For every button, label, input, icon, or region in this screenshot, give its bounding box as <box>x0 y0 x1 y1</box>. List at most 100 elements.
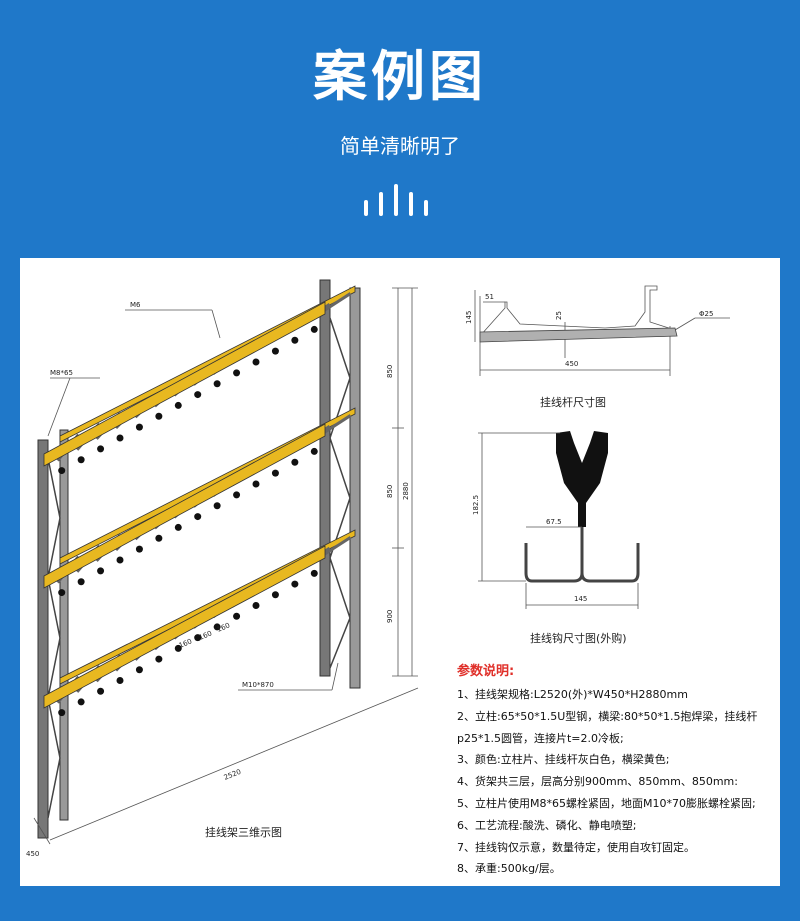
drawing-panel: M6 M8*65 M10*870 850 850 900 2880 2520 4… <box>20 258 780 886</box>
label-m6: M6 <box>130 301 141 309</box>
label-w450: 450 <box>26 850 39 858</box>
wire-hook <box>77 578 85 586</box>
rod-caption: 挂线杆尺寸图 <box>540 396 606 409</box>
wire-hook <box>135 666 143 674</box>
wire-hook <box>291 458 299 466</box>
label-s160a: 160 <box>178 637 193 649</box>
wire-hook <box>58 589 66 597</box>
wire-hook <box>291 580 299 588</box>
upright-back-left <box>59 429 69 821</box>
wire-hook <box>116 434 124 442</box>
wire-hook <box>271 347 279 355</box>
params-title: 参数说明: <box>457 664 515 679</box>
wire-hook <box>194 391 202 399</box>
front-beam <box>43 301 326 467</box>
frame-brace <box>329 317 351 379</box>
param-item: 1、挂线架规格:L2520(外)*W450*H2880mm <box>457 688 688 701</box>
wire-hook <box>174 401 182 409</box>
wire-hook <box>77 698 85 706</box>
front-beam <box>43 545 326 709</box>
wire-hook <box>233 612 241 620</box>
rod-label-25: 25 <box>555 311 563 320</box>
hook-dimension-drawing: 182.5 67.5 145 <box>472 431 640 609</box>
front-beam <box>43 423 326 589</box>
wire-hook <box>116 556 124 564</box>
frame-brace <box>47 757 61 819</box>
bars-decoration-icon <box>364 184 428 216</box>
frame-brace <box>329 617 351 669</box>
frame-brace <box>47 577 61 639</box>
rod-label-phi25: Φ25 <box>699 310 713 318</box>
frame-brace <box>329 377 351 439</box>
frame-brace <box>329 437 351 499</box>
wire-hook <box>271 591 279 599</box>
label-s160b: 160 <box>198 629 213 641</box>
frame-brace <box>329 557 351 619</box>
wire-hook <box>135 423 143 431</box>
frame-brace <box>47 457 61 519</box>
upright-front-left <box>37 439 49 839</box>
wire-hook <box>97 687 105 695</box>
wire-hook <box>174 644 182 652</box>
wire-hook <box>213 380 221 388</box>
wire-hook <box>233 491 241 499</box>
wire-hook <box>194 513 202 521</box>
wire-hook <box>194 634 202 642</box>
wire-hook <box>310 569 318 577</box>
wire-hook <box>310 447 318 455</box>
wire-hook <box>252 602 260 609</box>
param-item: 2、立柱:65*50*1.5U型钢，横梁:80*50*1.5抱焊梁，挂线杆 <box>457 709 758 723</box>
param-item: 3、颜色:立柱片、挂线杆灰白色，横梁黄色; <box>457 753 670 767</box>
wire-hook <box>97 567 105 575</box>
label-h850a: 850 <box>386 365 394 378</box>
wire-hook <box>252 358 260 366</box>
label-m10: M10*870 <box>242 681 274 689</box>
wire-hook <box>155 412 163 420</box>
wire-hook <box>97 445 105 453</box>
wire-hook <box>271 469 279 477</box>
label-s160c: 160 <box>216 621 231 633</box>
page-title: 案例图 <box>313 45 487 108</box>
rod-label-145: 145 <box>465 311 473 324</box>
wire-hook <box>155 534 163 542</box>
label-m8: M8*65 <box>50 369 73 377</box>
frame-brace <box>47 637 61 699</box>
wire-hook <box>58 467 66 475</box>
wire-hook <box>310 325 318 333</box>
wire-hook <box>155 655 163 663</box>
rack-3d-drawing: M6 M8*65 M10*870 850 850 900 2880 2520 4… <box>26 279 419 858</box>
param-item: 7、挂线钩仅示意，数量待定，使用自攻钉固定。 <box>457 840 695 854</box>
page-subtitle: 简单清晰明了 <box>340 134 460 158</box>
param-item: 4、货架共三层，层高分别900mm、850mm、850mm: <box>457 775 738 789</box>
rack-caption: 挂线架三维示图 <box>205 826 282 839</box>
params-list: 1、挂线架规格:L2520(外)*W450*H2880mm 2、立柱:65*50… <box>457 684 777 880</box>
hook-caption: 挂线钩尺寸图(外购) <box>530 632 627 645</box>
frame-brace <box>47 697 61 759</box>
rod-dimension-drawing: 51 145 25 450 Φ25 <box>465 285 730 376</box>
wire-hook <box>174 523 182 531</box>
wire-hook <box>77 456 85 464</box>
wire-hook <box>252 480 260 488</box>
wire-hook <box>213 502 221 510</box>
frame-brace <box>47 517 61 579</box>
wire-hook <box>58 709 66 717</box>
wire-hook <box>291 336 299 344</box>
param-item: 8、承重:500kg/层。 <box>457 862 561 876</box>
label-h900: 900 <box>386 610 394 623</box>
param-item: 6、工艺流程:酸洗、磷化、静电喷塑; <box>457 818 637 832</box>
hook-label-67: 67.5 <box>546 518 562 526</box>
upright-front-right <box>319 279 331 677</box>
wire-hook <box>116 677 124 684</box>
wire-hook <box>135 545 143 553</box>
hook-label-182: 182.5 <box>472 495 480 515</box>
wire-hook <box>213 623 221 631</box>
rod-label-51: 51 <box>485 293 494 301</box>
wire-hook <box>233 369 241 377</box>
label-h2880: 2880 <box>402 482 410 500</box>
param-item: p25*1.5圆管，连接片t=2.0冷板; <box>457 731 624 745</box>
upright-back-right <box>349 287 361 689</box>
rod-label-450: 450 <box>565 360 578 368</box>
back-beam <box>59 407 356 565</box>
hook-label-145: 145 <box>574 595 587 603</box>
label-l2520: 2520 <box>223 768 243 782</box>
